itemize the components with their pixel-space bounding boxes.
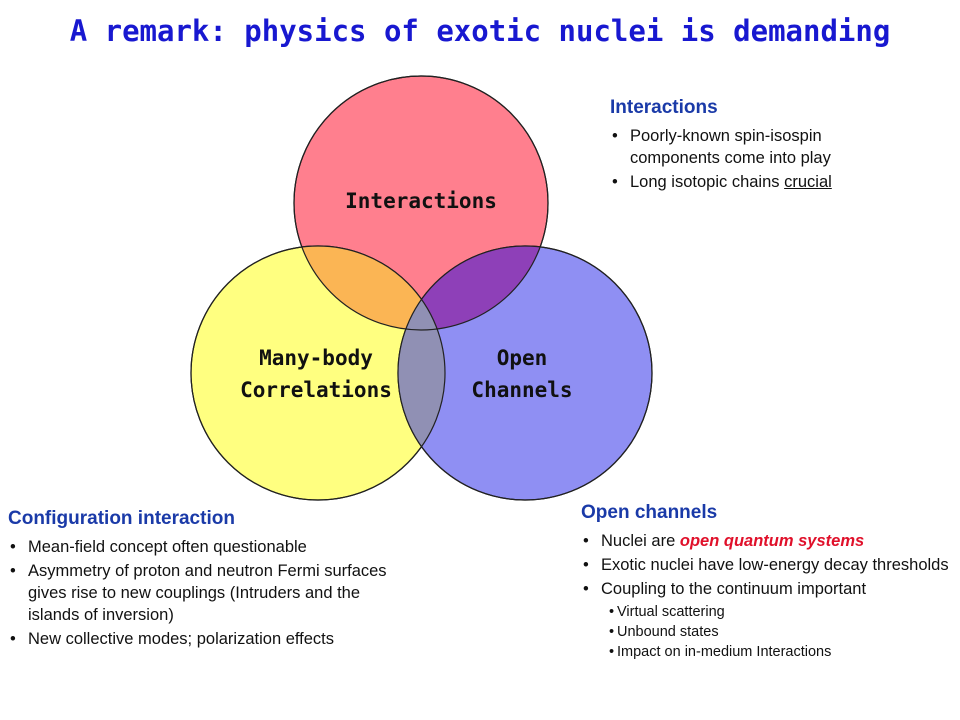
configuration-heading: Configuration interaction [8, 508, 235, 529]
bullet-text: Long isotopic chains [630, 173, 785, 191]
interactions-circle-label: Interactions [345, 189, 497, 213]
interactions-box: Interactions Poorly-known spin-isospin c… [610, 97, 910, 195]
open-channels-heading: Open channels [581, 502, 718, 523]
open-channels-label-line1: Open [497, 346, 548, 370]
interactions-bullets: Poorly-known spin-isospin components com… [610, 125, 910, 193]
list-item: Long isotopic chains crucial [610, 171, 910, 193]
interactions-heading: Interactions [610, 97, 718, 118]
open-channels-bullets: Nuclei are open quantum systems Exotic n… [581, 530, 953, 600]
many-body-label-line2: Correlations [240, 378, 392, 402]
list-item: Exotic nuclei have low-energy decay thre… [581, 554, 953, 576]
list-item: Asymmetry of proton and neutron Fermi su… [8, 560, 408, 626]
sub-list-item: Unbound states [609, 622, 953, 642]
open-channels-box: Open channels Nuclei are open quantum sy… [581, 502, 953, 662]
sub-list-item: Virtual scattering [609, 602, 953, 622]
configuration-box: Configuration interaction Mean-field con… [8, 508, 408, 652]
many-body-label-line1: Many-body [259, 346, 373, 370]
bullet-text: Nuclei are [601, 532, 680, 550]
sub-list-item: Impact on in-medium Interactions [609, 642, 953, 662]
open-channels-sub-bullets: Virtual scattering Unbound states Impact… [609, 602, 953, 662]
open-channels-label-line2: Channels [471, 378, 572, 402]
list-item: Mean-field concept often questionable [8, 536, 408, 558]
list-item: Nuclei are open quantum systems [581, 530, 953, 552]
underlined-word: crucial [784, 173, 832, 191]
list-item: Poorly-known spin-isospin components com… [610, 125, 910, 169]
overlap-interactions-open [398, 246, 548, 330]
list-item: New collective modes; polarization effec… [8, 628, 408, 650]
page-title: A remark: physics of exotic nuclei is de… [69, 14, 891, 48]
list-item: Coupling to the continuum important [581, 578, 953, 600]
highlighted-text: open quantum systems [679, 532, 865, 550]
overlap-interactions-manybody [294, 246, 445, 330]
configuration-bullets: Mean-field concept often questionable As… [8, 536, 408, 650]
